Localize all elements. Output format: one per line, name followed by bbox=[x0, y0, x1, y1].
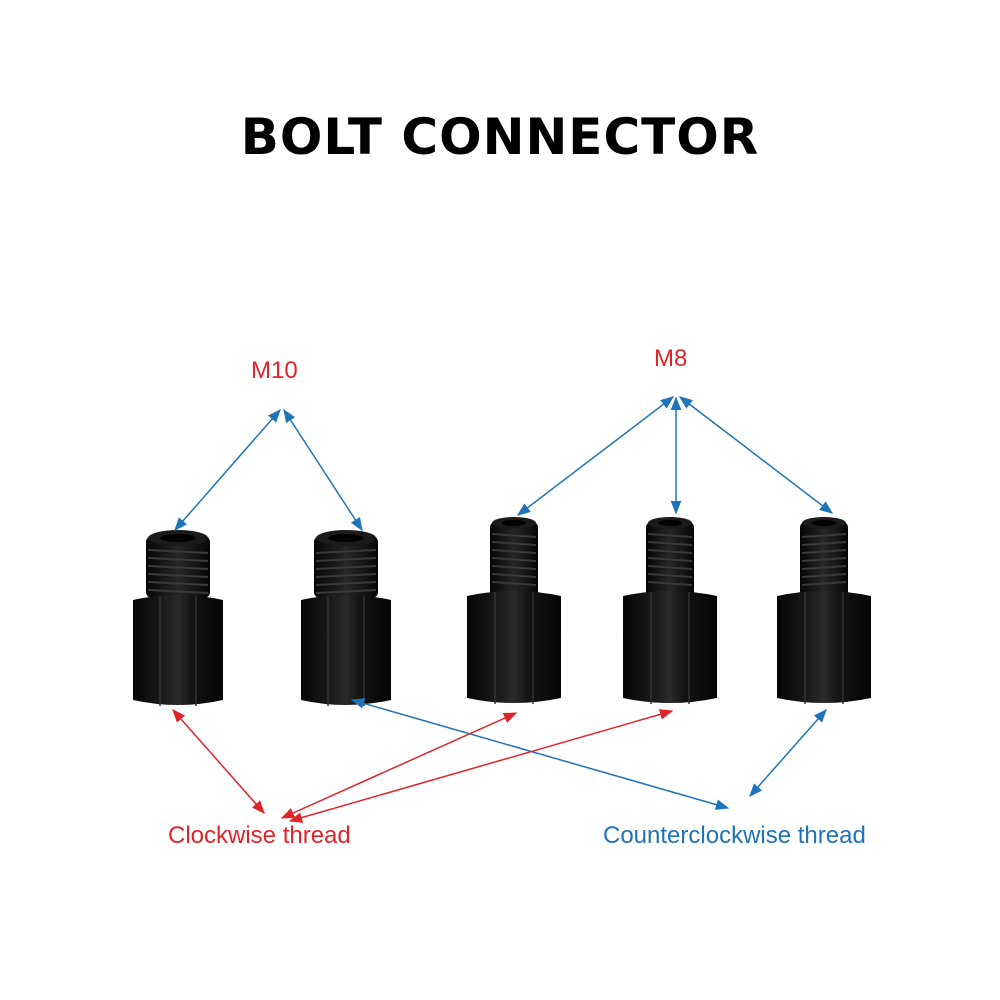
label-clockwise-thread: Clockwise thread bbox=[168, 822, 351, 849]
m10-arrows bbox=[174, 408, 363, 532]
clockwise-arrows bbox=[172, 708, 674, 823]
bolt-m10-counterclockwise bbox=[301, 530, 391, 706]
bolt-m10-clockwise bbox=[133, 530, 223, 706]
label-m8: M8 bbox=[654, 345, 688, 372]
label-counterclockwise-thread: Counterclockwise thread bbox=[603, 822, 866, 849]
bolt-m8-clockwise bbox=[623, 517, 717, 704]
label-m10: M10 bbox=[251, 357, 298, 384]
page-title: BOLT CONNECTOR bbox=[240, 108, 760, 166]
bolt-m8-counterclockwise bbox=[777, 517, 871, 704]
m8-arrows bbox=[516, 396, 834, 516]
bolt-m8-clockwise bbox=[467, 517, 561, 704]
